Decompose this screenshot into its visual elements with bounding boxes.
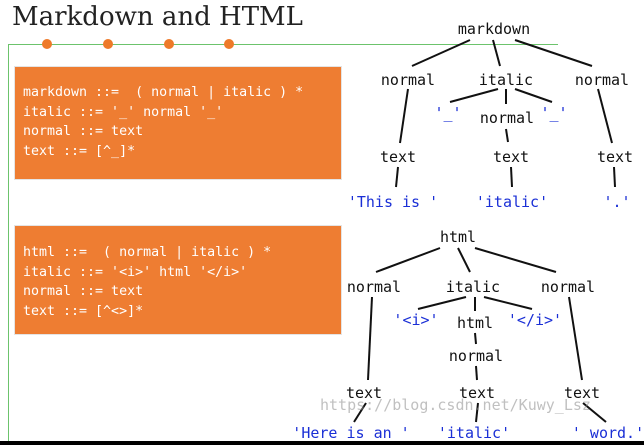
tree-edge xyxy=(514,88,553,103)
tree-edge xyxy=(411,39,471,67)
tree-edge xyxy=(457,247,471,273)
grammar-rule: html ::= ( normal | italic ) * xyxy=(23,245,272,260)
tree-edge xyxy=(399,88,409,144)
bullet-dot xyxy=(42,39,52,49)
tree-node-italic: italic xyxy=(479,71,533,89)
frame-top-rule xyxy=(8,44,558,45)
html-tree-edges xyxy=(353,247,607,423)
tree-node-normal: normal xyxy=(381,71,435,89)
tree-node-text: text xyxy=(597,148,633,166)
tree-node-normal: normal xyxy=(541,278,595,296)
tree-edge xyxy=(474,332,477,345)
tree-node-italic: italic xyxy=(446,278,500,296)
grammar-rule: markdown ::= ( normal | italic ) * xyxy=(23,85,304,100)
tree-edge xyxy=(367,296,373,381)
tree-edge xyxy=(597,88,613,144)
grammar-rule: normal ::= text xyxy=(23,284,144,299)
tree-edge xyxy=(449,88,499,103)
grammar-rule: text ::= [^_]* xyxy=(23,143,136,159)
tree-leaf-underscore: '_' xyxy=(434,104,461,122)
tree-edge xyxy=(395,166,399,188)
tree-edge xyxy=(582,402,607,423)
bullet-dot xyxy=(103,39,113,49)
markdown-grammar-box: markdown ::= ( normal | italic ) * itali… xyxy=(14,66,342,180)
tree-edge xyxy=(505,128,509,143)
tree-node-html: html xyxy=(457,314,493,332)
html-grammar-box: html ::= ( normal | italic ) * italic ::… xyxy=(14,225,342,335)
tree-node-normal: normal xyxy=(449,347,503,365)
bullet-dot xyxy=(224,39,234,49)
tree-node-normal: normal xyxy=(575,71,629,89)
tree-leaf-close-tag: '</i>' xyxy=(508,311,562,329)
tree-node-text: text xyxy=(459,384,495,402)
tree-edge xyxy=(510,166,513,188)
tree-node-text: text xyxy=(564,384,600,402)
tree-leaf-string: '.' xyxy=(603,193,630,211)
tree-edge xyxy=(353,402,367,423)
tree-leaf-string: ' word.' xyxy=(572,424,644,442)
tree-node-text: text xyxy=(346,384,382,402)
grammar-rule: italic ::= '<i>' html '</i>' xyxy=(23,264,248,280)
tree-node-html: html xyxy=(440,228,476,246)
watermark: https://blog.csdn.net/Kuwy_Lsz xyxy=(320,396,591,414)
frame-left-rule xyxy=(8,44,9,445)
tree-edge xyxy=(483,296,533,310)
markdown-tree-edges xyxy=(395,39,616,188)
grammar-rule: text ::= [^<>]* xyxy=(23,303,144,319)
bullet-dot xyxy=(164,39,174,49)
tree-edge xyxy=(474,247,557,273)
tree-leaf-underscore: '_' xyxy=(540,104,567,122)
tree-node-markdown: markdown xyxy=(458,20,530,38)
tree-leaf-string: 'This is ' xyxy=(348,193,438,211)
tree-edge xyxy=(613,166,616,188)
tree-node-normal: normal xyxy=(347,278,401,296)
tree-leaf-string: 'italic' xyxy=(476,193,548,211)
tree-leaf-open-tag: '<i>' xyxy=(393,311,438,329)
tree-leaf-string: 'italic' xyxy=(438,424,510,442)
grammar-rule: italic ::= '_' normal '_' xyxy=(23,104,224,120)
tree-edge xyxy=(375,247,441,273)
tree-edge xyxy=(568,296,583,381)
tree-node-text: text xyxy=(380,148,416,166)
tree-edge xyxy=(514,39,593,67)
grammar-rule: normal ::= text xyxy=(23,124,144,139)
tree-edge xyxy=(475,402,479,423)
bottom-rule xyxy=(0,441,644,445)
tree-edge xyxy=(417,296,467,310)
tree-leaf-string: 'Here is an ' xyxy=(292,424,409,442)
tree-edge xyxy=(492,39,501,67)
tree-node-normal: normal xyxy=(480,109,534,127)
slide-title: Markdown and HTML xyxy=(12,2,303,32)
tree-node-text: text xyxy=(493,148,529,166)
tree-edge xyxy=(475,365,478,381)
